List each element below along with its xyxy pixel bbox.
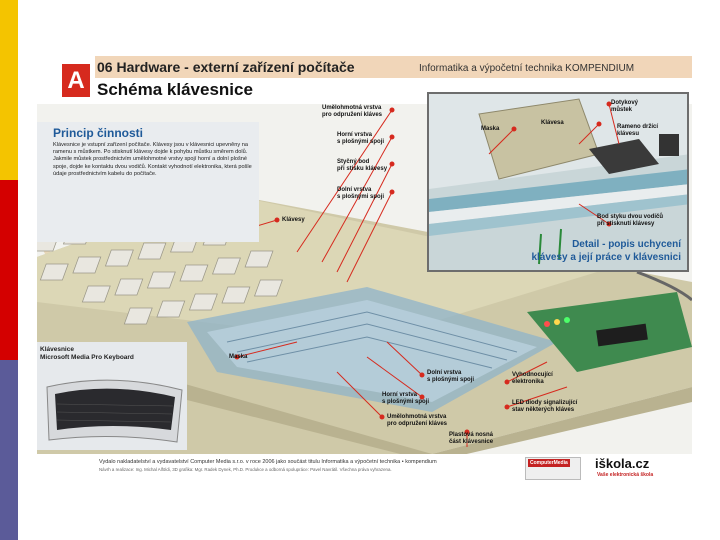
callout-klavesa: Klávesa <box>541 120 564 126</box>
detail-caption: Detail - popis uchycení klávesy a její p… <box>531 239 681 263</box>
stripe-purple <box>0 360 18 540</box>
callout-umelohmotna-vrstva-bottom: Umělohmotná vrstva pro odpružení kláves <box>387 414 448 427</box>
callout-umelohmotna-vrstva-top: Umělohmotná vrstva pro odpružení kláves <box>322 105 383 118</box>
callout-horni-vrstva-bottom: Horní vrstva s plošnými spoji <box>382 392 430 405</box>
callout-rameno: Rameno držící klávesu <box>617 124 659 137</box>
poster-subtitle: Schéma klávesnice <box>97 80 253 99</box>
detail-inset: Maska Klávesa Dotykový můstek Rameno drž… <box>427 92 689 272</box>
poster-title: 06 Hardware - externí zařízení počítače <box>97 59 355 75</box>
callout-maska-detail: Maska <box>481 126 500 132</box>
ms-keyboard-image <box>46 379 183 443</box>
poster-footer: Vydalo nakladatelství a vydavatelství Co… <box>37 454 692 482</box>
callout-bod-styku: Bod styku dvou vodičů při stisknutí kláv… <box>597 214 664 227</box>
callout-dolni-vrstva-top: Dolní vrstva s plošnými spoji <box>337 187 385 200</box>
chapter-badge: A <box>62 64 90 97</box>
callout-dolni-vrstva-bottom: Dolní vrstva s plošnými spoji <box>427 370 475 383</box>
callout-klavesy: Klávesy <box>282 217 305 223</box>
ms-keyboard-title: Klávesnice Microsoft Media Pro Keyboard <box>40 346 134 361</box>
callout-dotykovy-mustek: Dotykový můstek <box>611 100 639 113</box>
principle-title: Princip činnosti <box>53 126 144 140</box>
keyboard-poster: A 06 Hardware - externí zařízení počítač… <box>37 42 692 482</box>
principle-panel: Princip činnosti Klávesnice je vstupní z… <box>37 122 259 242</box>
callout-maska-bottom: Maska <box>229 354 248 360</box>
iskola-tagline: Vaše elektronická škola <box>597 472 654 478</box>
callout-vyhodnocujici-elektronika: Vyhodnocující elektronika <box>512 372 553 385</box>
callout-led-diody: LED diody signalizující stav některých k… <box>512 400 578 413</box>
stripe-red <box>0 180 18 360</box>
callout-horni-vrstva-top: Horní vrstva s plošnými spoji <box>337 132 385 145</box>
principle-text: Klávesnice je vstupní zařízení počítače.… <box>53 142 252 177</box>
footer-credits: Návrh a realizace: Ing. Michal Alföldi, … <box>99 467 392 472</box>
series-title: Informatika a výpočetní technika KOMPEND… <box>419 63 635 74</box>
computer-media-logo: ComputerMedia <box>525 457 581 480</box>
header-bar <box>95 56 692 78</box>
callout-plastova-cast: Plastová nosná část klávesnice <box>449 432 494 445</box>
callout-stycny-bod: Styčný bod při stisku klávesy <box>337 159 388 172</box>
ms-keyboard-inset: Klávesnice Microsoft Media Pro Keyboard <box>37 342 187 450</box>
detail-illustration <box>429 94 687 270</box>
stripe-yellow <box>0 0 18 180</box>
footer-text: Vydalo nakladatelství a vydavatelství Co… <box>99 459 437 465</box>
iskola-logo: iškola.cz <box>595 456 650 471</box>
